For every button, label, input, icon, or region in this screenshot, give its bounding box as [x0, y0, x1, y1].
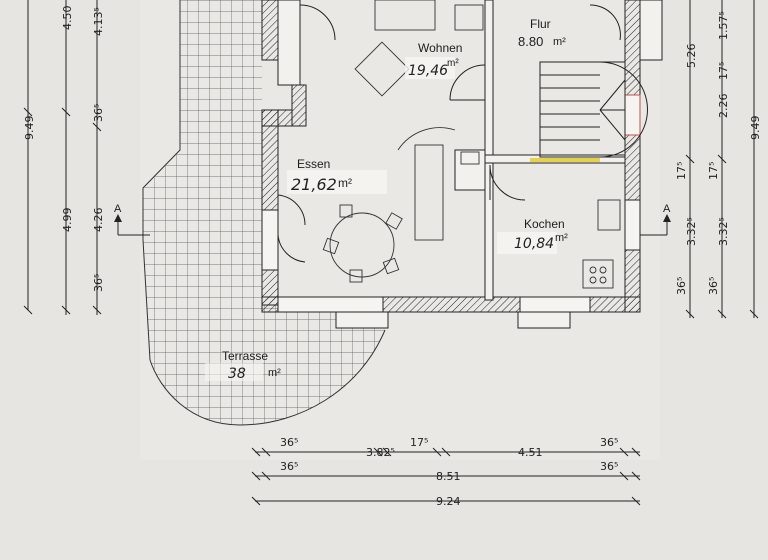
dims-left-mid: 4.50 4.99 [61, 6, 74, 233]
room-flur-name: Flur [530, 17, 551, 31]
dim-right-small-1: 17⁵ [717, 62, 730, 80]
building-walls [261, 0, 663, 329]
dim-right-small-5: 36⁵ [707, 277, 720, 295]
room-essen-unit: m² [338, 176, 352, 190]
dim-left-inner-3: 36⁵ [92, 274, 105, 292]
room-kochen: Kochen 10,84 m² [497, 217, 568, 254]
dims-right-small: 1.57⁵ 17⁵ 17⁵ 17⁵ 36⁵ 36⁵ [675, 11, 730, 295]
room-terrasse: Terrasse 38 m² [205, 349, 281, 382]
dim-left-inner-2: 4.26 [92, 208, 105, 233]
dims-bottom-row3: 9.24 [436, 495, 461, 508]
furniture [322, 0, 621, 289]
section-marker-left: A [114, 203, 150, 236]
room-essen-area: 21,62 [291, 175, 337, 194]
dims-right-outer: 5.26 2.26 3.32⁵ [685, 44, 730, 247]
dims-left-outer: 9.49 [23, 116, 36, 141]
section-marker-left-label: A [114, 203, 122, 215]
room-kochen-area: 10,84 [514, 236, 554, 252]
dim-bottom-row1-1: 3.82⁵ [366, 446, 395, 459]
room-kochen-name: Kochen [524, 217, 565, 231]
room-essen-name: Essen [297, 157, 330, 171]
dim-left-outer-0: 9.49 [23, 116, 36, 141]
dims-right-far: 3.32⁵ 9.49 [717, 116, 762, 247]
room-flur: Flur 8.80 m² [518, 17, 566, 49]
section-marker-right: A [640, 203, 671, 236]
dims-bottom-row1: 36⁵ 3.82⁵ 17⁵ 4.51 36⁵ [280, 436, 618, 459]
room-flur-unit: m² [553, 36, 566, 48]
dim-bottom-row1-0: 36⁵ [280, 436, 298, 449]
dim-right-far-1: 9.49 [749, 116, 762, 141]
doors [277, 4, 621, 263]
room-wohnen-unit: m² [447, 58, 459, 69]
section-marker-right-label: A [663, 203, 671, 215]
dim-right-small-0: 1.57⁵ [717, 11, 730, 40]
dim-bottom-row2-0: 36⁵ [280, 460, 298, 473]
room-terrasse-area: 38 [228, 366, 246, 382]
staircase [539, 61, 648, 158]
dim-left-inner-0: 4.13⁵ [92, 7, 105, 36]
dim-bottom-row3-0: 9.24 [436, 495, 461, 508]
room-terrasse-name: Terrasse [222, 349, 268, 363]
room-wohnen: Wohnen 19,46 m² [405, 41, 462, 79]
dim-right-far-0: 3.32⁵ [717, 217, 730, 246]
dims-bottom-row2: 36⁵ 8.51 36⁵ [280, 460, 618, 483]
dim-right-outer-2: 3.32⁵ [685, 217, 698, 246]
room-kochen-unit: m² [555, 232, 568, 244]
room-essen: Essen 21,62 m² [287, 157, 387, 194]
dimension-ticks [23, 107, 759, 506]
room-wohnen-area: 19,46 [408, 63, 448, 79]
dim-right-small-4: 36⁵ [675, 277, 688, 295]
dim-bottom-row1-3: 4.51 [518, 446, 543, 459]
dim-right-outer-0: 5.26 [685, 44, 698, 69]
dim-right-small-3: 17⁵ [707, 162, 720, 180]
dim-left-mid-1: 4.99 [61, 208, 74, 233]
dim-left-inner-1: 36⁵ [92, 104, 105, 122]
dim-bottom-row2-1: 8.51 [436, 470, 461, 483]
dim-bottom-row2-2: 36⁵ [600, 460, 618, 473]
dim-bottom-row1-4: 36⁵ [600, 436, 618, 449]
room-terrasse-unit: m² [268, 367, 281, 379]
dim-right-outer-1: 2.26 [717, 94, 730, 119]
dims-left-inner: 4.13⁵ 36⁵ 4.26 36⁵ [92, 7, 105, 292]
dim-bottom-row1-2: 17⁵ [410, 436, 428, 449]
dim-left-mid-0: 4.50 [61, 6, 74, 31]
dim-right-small-2: 17⁵ [675, 162, 688, 180]
room-wohnen-name: Wohnen [418, 41, 462, 55]
room-flur-area: 8.80 [518, 34, 543, 49]
